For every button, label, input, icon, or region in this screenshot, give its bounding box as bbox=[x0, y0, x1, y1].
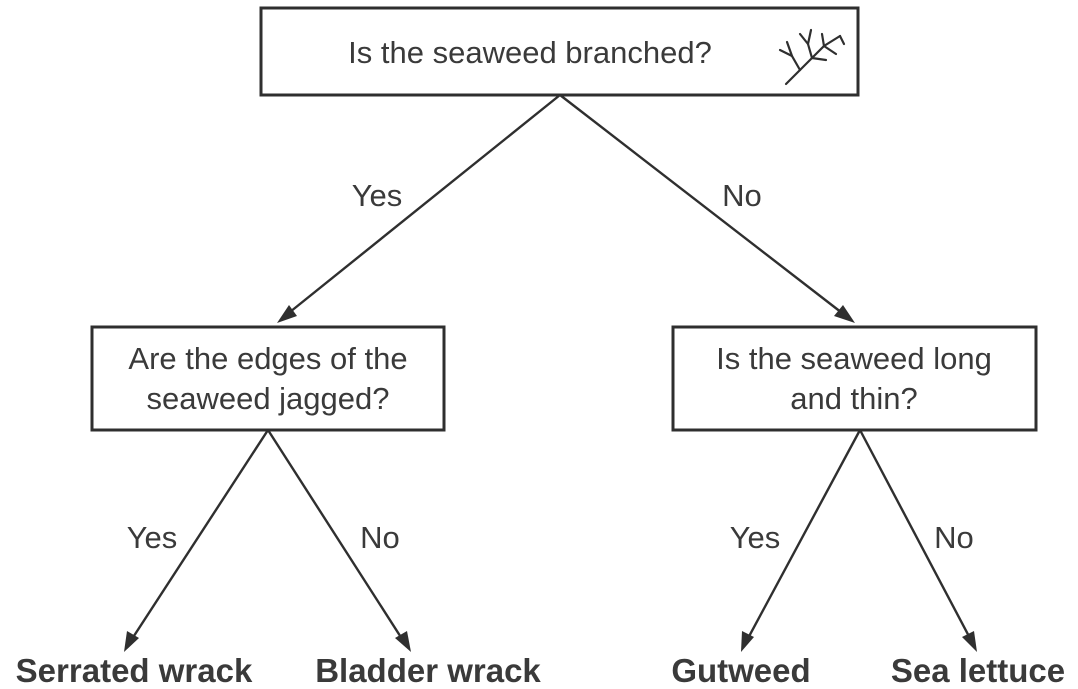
left-no-label: No bbox=[360, 520, 400, 555]
edge-left-no bbox=[266, 429, 411, 652]
edge-right-yes bbox=[741, 429, 862, 652]
root-question: Is the seaweed branched? bbox=[348, 35, 712, 70]
edge-right-no bbox=[858, 429, 977, 652]
root-no-label: No bbox=[722, 178, 762, 213]
leaf-serrated-wrack: Serrated wrack bbox=[16, 652, 253, 689]
right-question-line-2: and thin? bbox=[790, 381, 918, 416]
right-node-box bbox=[671, 325, 1038, 432]
root-yes-label: Yes bbox=[352, 178, 403, 213]
leaf-gutweed: Gutweed bbox=[671, 652, 810, 689]
right-node: Is the seaweed long and thin? bbox=[671, 325, 1038, 432]
right-yes-label: Yes bbox=[730, 520, 781, 555]
edge-root-yes bbox=[277, 94, 561, 323]
edge-left-yes bbox=[124, 429, 270, 652]
left-node: Are the edges of the seaweed jagged? bbox=[90, 325, 446, 432]
right-no-label: No bbox=[934, 520, 974, 555]
root-node-box bbox=[259, 6, 860, 97]
left-question-line-2: seaweed jagged? bbox=[146, 381, 389, 416]
left-node-box bbox=[90, 325, 446, 432]
left-yes-label: Yes bbox=[127, 520, 178, 555]
branched-seaweed-icon bbox=[778, 28, 846, 86]
left-question-line-1: Are the edges of the bbox=[128, 341, 407, 376]
leaf-sea-lettuce: Sea lettuce bbox=[891, 652, 1065, 689]
leaf-bladder-wrack: Bladder wrack bbox=[315, 652, 541, 689]
edge-root-no bbox=[559, 94, 855, 323]
root-node: Is the seaweed branched? bbox=[259, 6, 860, 97]
right-question-line-1: Is the seaweed long bbox=[716, 341, 992, 376]
